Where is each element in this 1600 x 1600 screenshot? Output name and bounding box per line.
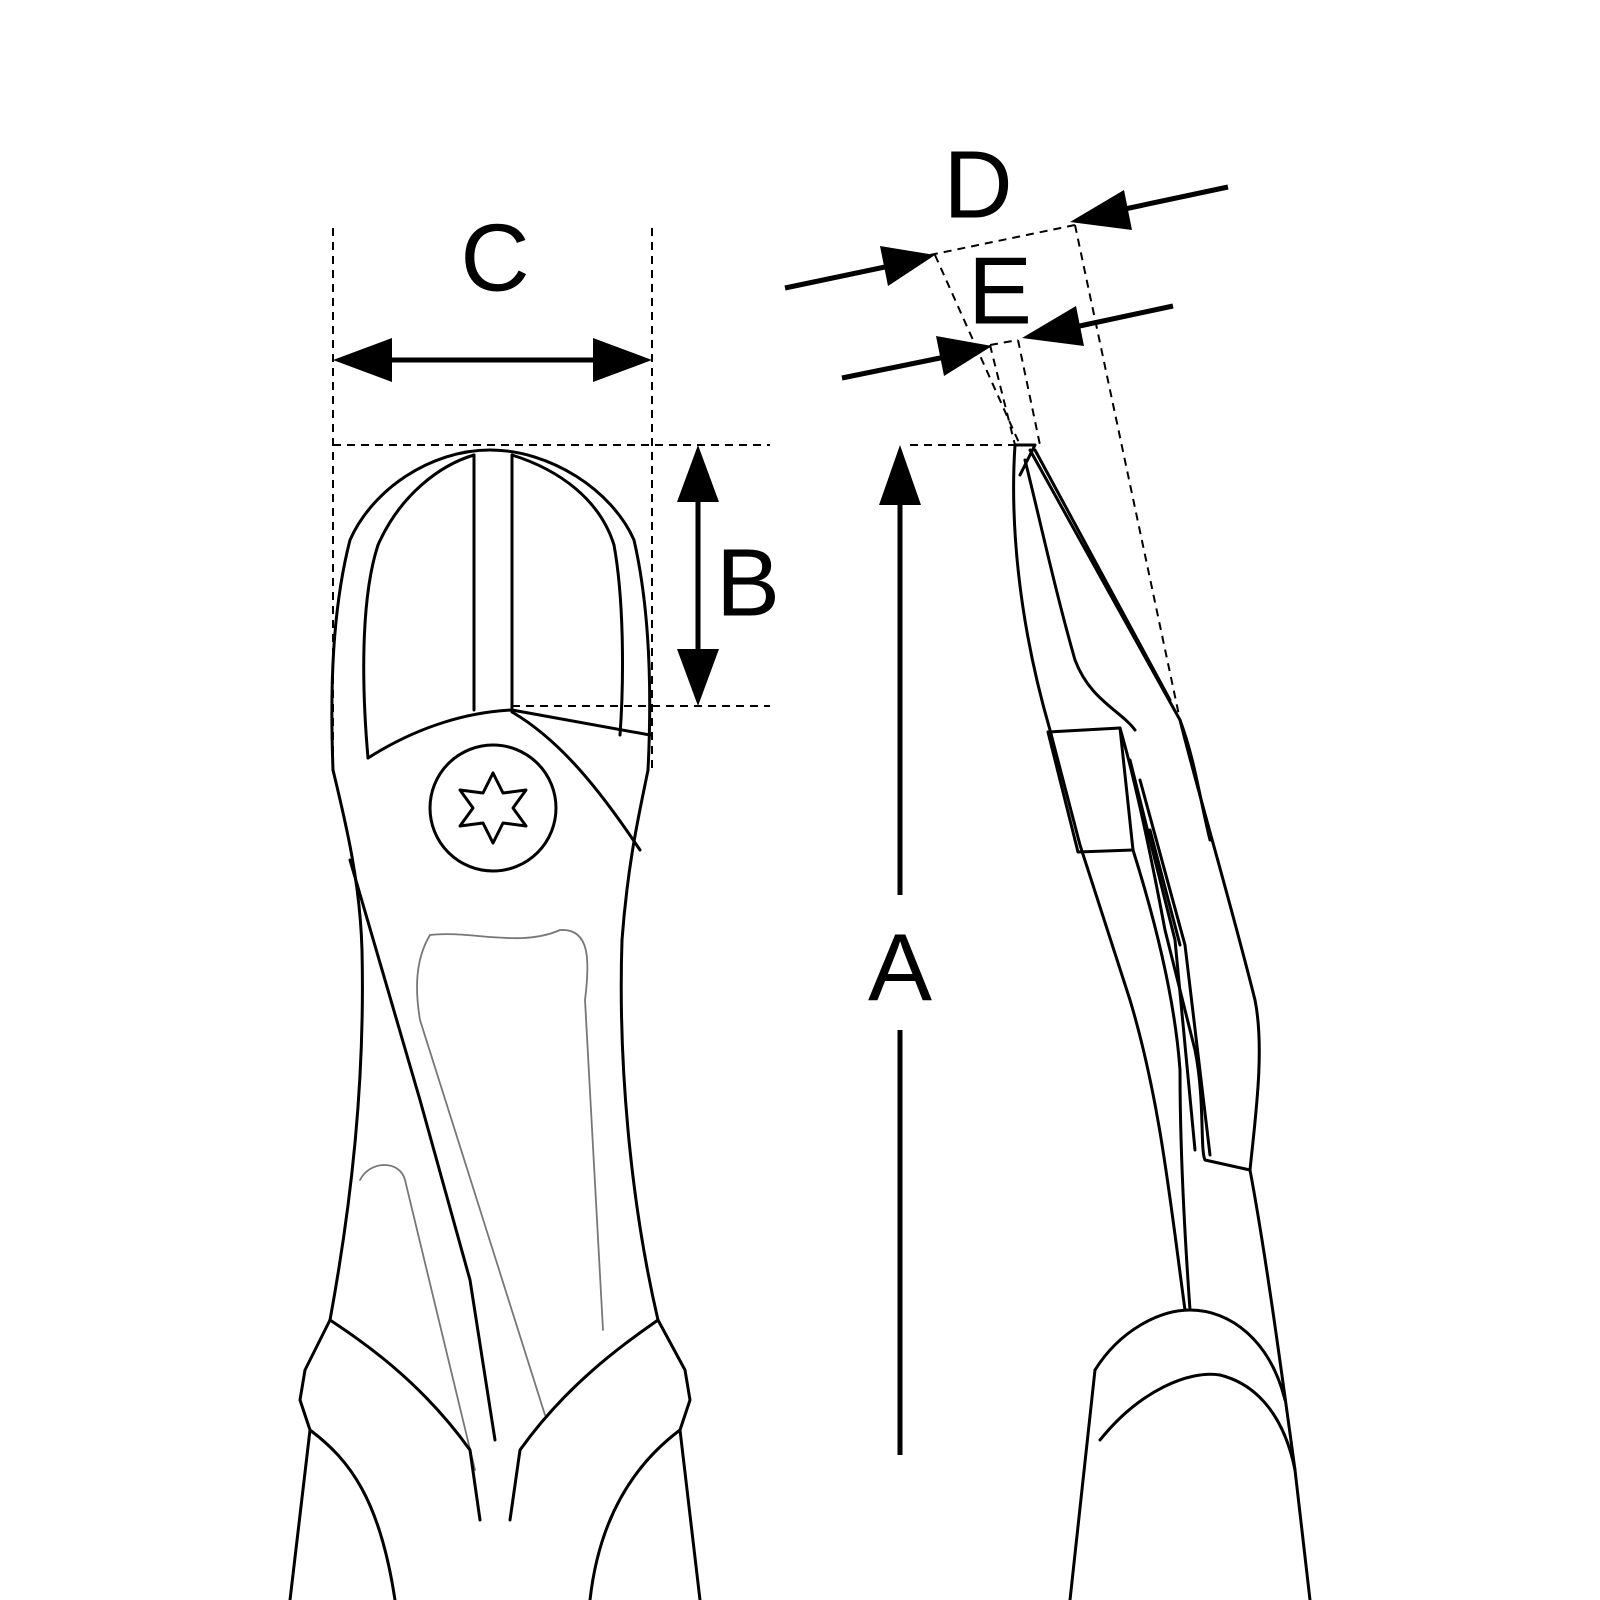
dim-d-label: D: [943, 131, 1012, 238]
dim-a-label: A: [868, 914, 932, 1021]
side-grip-cap: [1093, 1308, 1287, 1402]
dimension-a: A: [868, 444, 1015, 1455]
front-grip-right-inner: [508, 1318, 660, 1522]
dimension-d: D: [784, 131, 1229, 721]
dimension-e: E: [841, 237, 1174, 446]
dim-d-ext-right: [1074, 224, 1181, 721]
dim-c-label: C: [460, 204, 529, 311]
side-grip-right: [1293, 1468, 1312, 1600]
dim-b-arrow-bottom: [677, 649, 719, 706]
dim-c-arrow-left: [333, 338, 392, 382]
front-head-inner-right: [510, 453, 624, 737]
front-body-left: [328, 768, 364, 1322]
front-lower-highlight: [359, 1164, 476, 1471]
front-handle-cross: [348, 858, 497, 1442]
side-jaw-front: [1023, 458, 1137, 732]
dim-a-arrow-top: [879, 445, 921, 505]
side-body-right: [1178, 718, 1261, 1172]
dim-d-line-right: [1119, 184, 1229, 213]
front-jaw-slot: [472, 453, 514, 712]
side-strip-2: [1138, 778, 1212, 1157]
dim-e-line-left: [841, 354, 946, 381]
dim-e-arrow-right: [1022, 306, 1084, 346]
dimension-b: B: [333, 444, 780, 707]
front-grip-left-inner2: [308, 1428, 397, 1600]
front-head-outline: [330, 448, 652, 772]
dim-c-arrow-right: [593, 338, 652, 382]
front-grip-left-inner: [328, 1318, 482, 1522]
dimension-c: C: [332, 204, 653, 770]
side-back-outline: [1012, 443, 1187, 1312]
dim-e-arrow-left: [936, 336, 992, 376]
front-recess-highlight: [416, 929, 604, 1416]
dim-e-line-right: [1074, 303, 1174, 330]
torx-icon: [458, 771, 528, 845]
front-grip-right-inner2: [588, 1428, 682, 1600]
front-jaw-plate-lower: [510, 710, 642, 852]
pivot-screw-icon: [428, 743, 558, 873]
side-grip-left: [1068, 1368, 1097, 1600]
side-handle-left: [1131, 848, 1192, 1312]
dim-e-label: E: [968, 237, 1032, 344]
dim-d-arrow-left: [880, 246, 935, 286]
side-view-pliers: [1012, 443, 1312, 1600]
front-body-right: [619, 768, 660, 1322]
front-grip-left: [288, 1318, 332, 1600]
dim-d-line-left: [784, 263, 891, 291]
dim-d-ext-top: [929, 224, 1076, 256]
front-head-inner: [362, 453, 476, 760]
front-grip-right: [656, 1318, 702, 1600]
side-handle-right: [1248, 1168, 1297, 1472]
side-grip-inner: [1098, 1372, 1297, 1472]
side-strip-3: [1148, 828, 1182, 947]
dim-b-label: B: [716, 529, 780, 636]
side-step-plate: [1046, 726, 1135, 854]
front-jaw-plate: [366, 708, 652, 760]
dim-e-ext-right: [1017, 339, 1041, 446]
dim-e-ext-top: [989, 339, 1019, 346]
dim-d-arrow-right: [1070, 190, 1132, 230]
front-view-pliers: [288, 448, 702, 1600]
dim-b-arrow-top: [677, 445, 719, 502]
side-strip-1: [1128, 758, 1197, 1152]
dim-e-ext-left: [989, 344, 1016, 446]
side-blade-edge: [1028, 448, 1212, 842]
